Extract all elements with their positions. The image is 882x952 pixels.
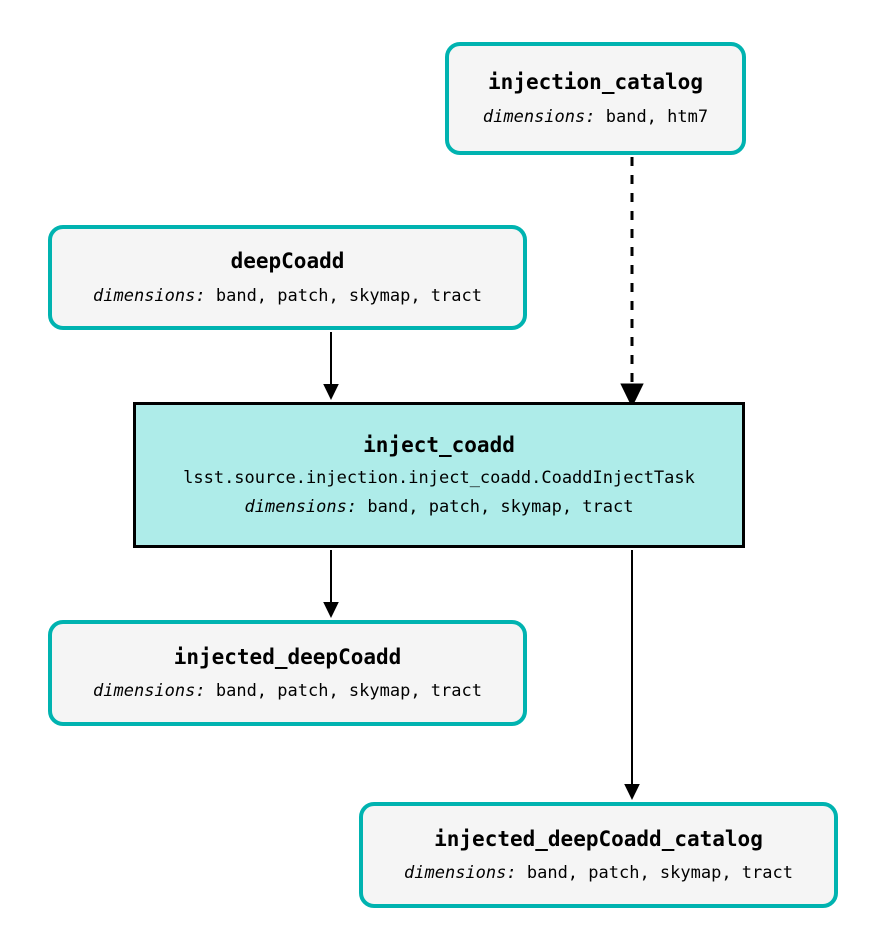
node-class-path: lsst.source.injection.inject_coadd.Coadd… (183, 467, 695, 488)
dimensions-value: band, patch, skymap, tract (367, 496, 634, 517)
node-injection-catalog[interactable]: injection_catalog dimensions: band, htm7 (445, 42, 746, 155)
dimensions-value: band, htm7 (605, 106, 709, 127)
node-injected-deepcoadd[interactable]: injected_deepCoadd dimensions: band, pat… (48, 620, 527, 726)
node-title: injection_catalog (488, 70, 703, 95)
node-title: inject_coadd (363, 433, 515, 458)
dimensions-value: band, patch, skymap, tract (526, 863, 793, 884)
node-dimensions: dimensions: band, htm7 (483, 106, 708, 128)
node-dimensions: dimensions: band, patch, skymap, tract (404, 862, 793, 884)
node-dimensions: dimensions: band, patch, skymap, tract (93, 285, 482, 307)
node-title: injected_deepCoadd (173, 644, 402, 669)
node-injected-deepcoadd-catalog[interactable]: injected_deepCoadd_catalog dimensions: b… (359, 802, 838, 908)
node-dimensions: dimensions: band, patch, skymap, tract (245, 496, 634, 518)
dimensions-label: dimensions: (93, 681, 206, 702)
dimensions-value: band, patch, skymap, tract (215, 681, 482, 702)
node-inject-coadd[interactable]: inject_coadd lsst.source.injection.injec… (133, 402, 745, 548)
node-title: injected_deepCoadd_catalog (434, 826, 763, 851)
node-deepcoadd[interactable]: deepCoadd dimensions: band, patch, skyma… (48, 225, 527, 330)
dimensions-label: dimensions: (482, 106, 596, 127)
dimensions-label: dimensions: (93, 285, 206, 306)
dimensions-label: dimensions: (404, 863, 517, 884)
dimensions-label: dimensions: (244, 496, 358, 517)
node-title: deepCoadd (230, 249, 345, 274)
dimensions-value: band, patch, skymap, tract (215, 285, 482, 306)
node-dimensions: dimensions: band, patch, skymap, tract (93, 680, 482, 702)
